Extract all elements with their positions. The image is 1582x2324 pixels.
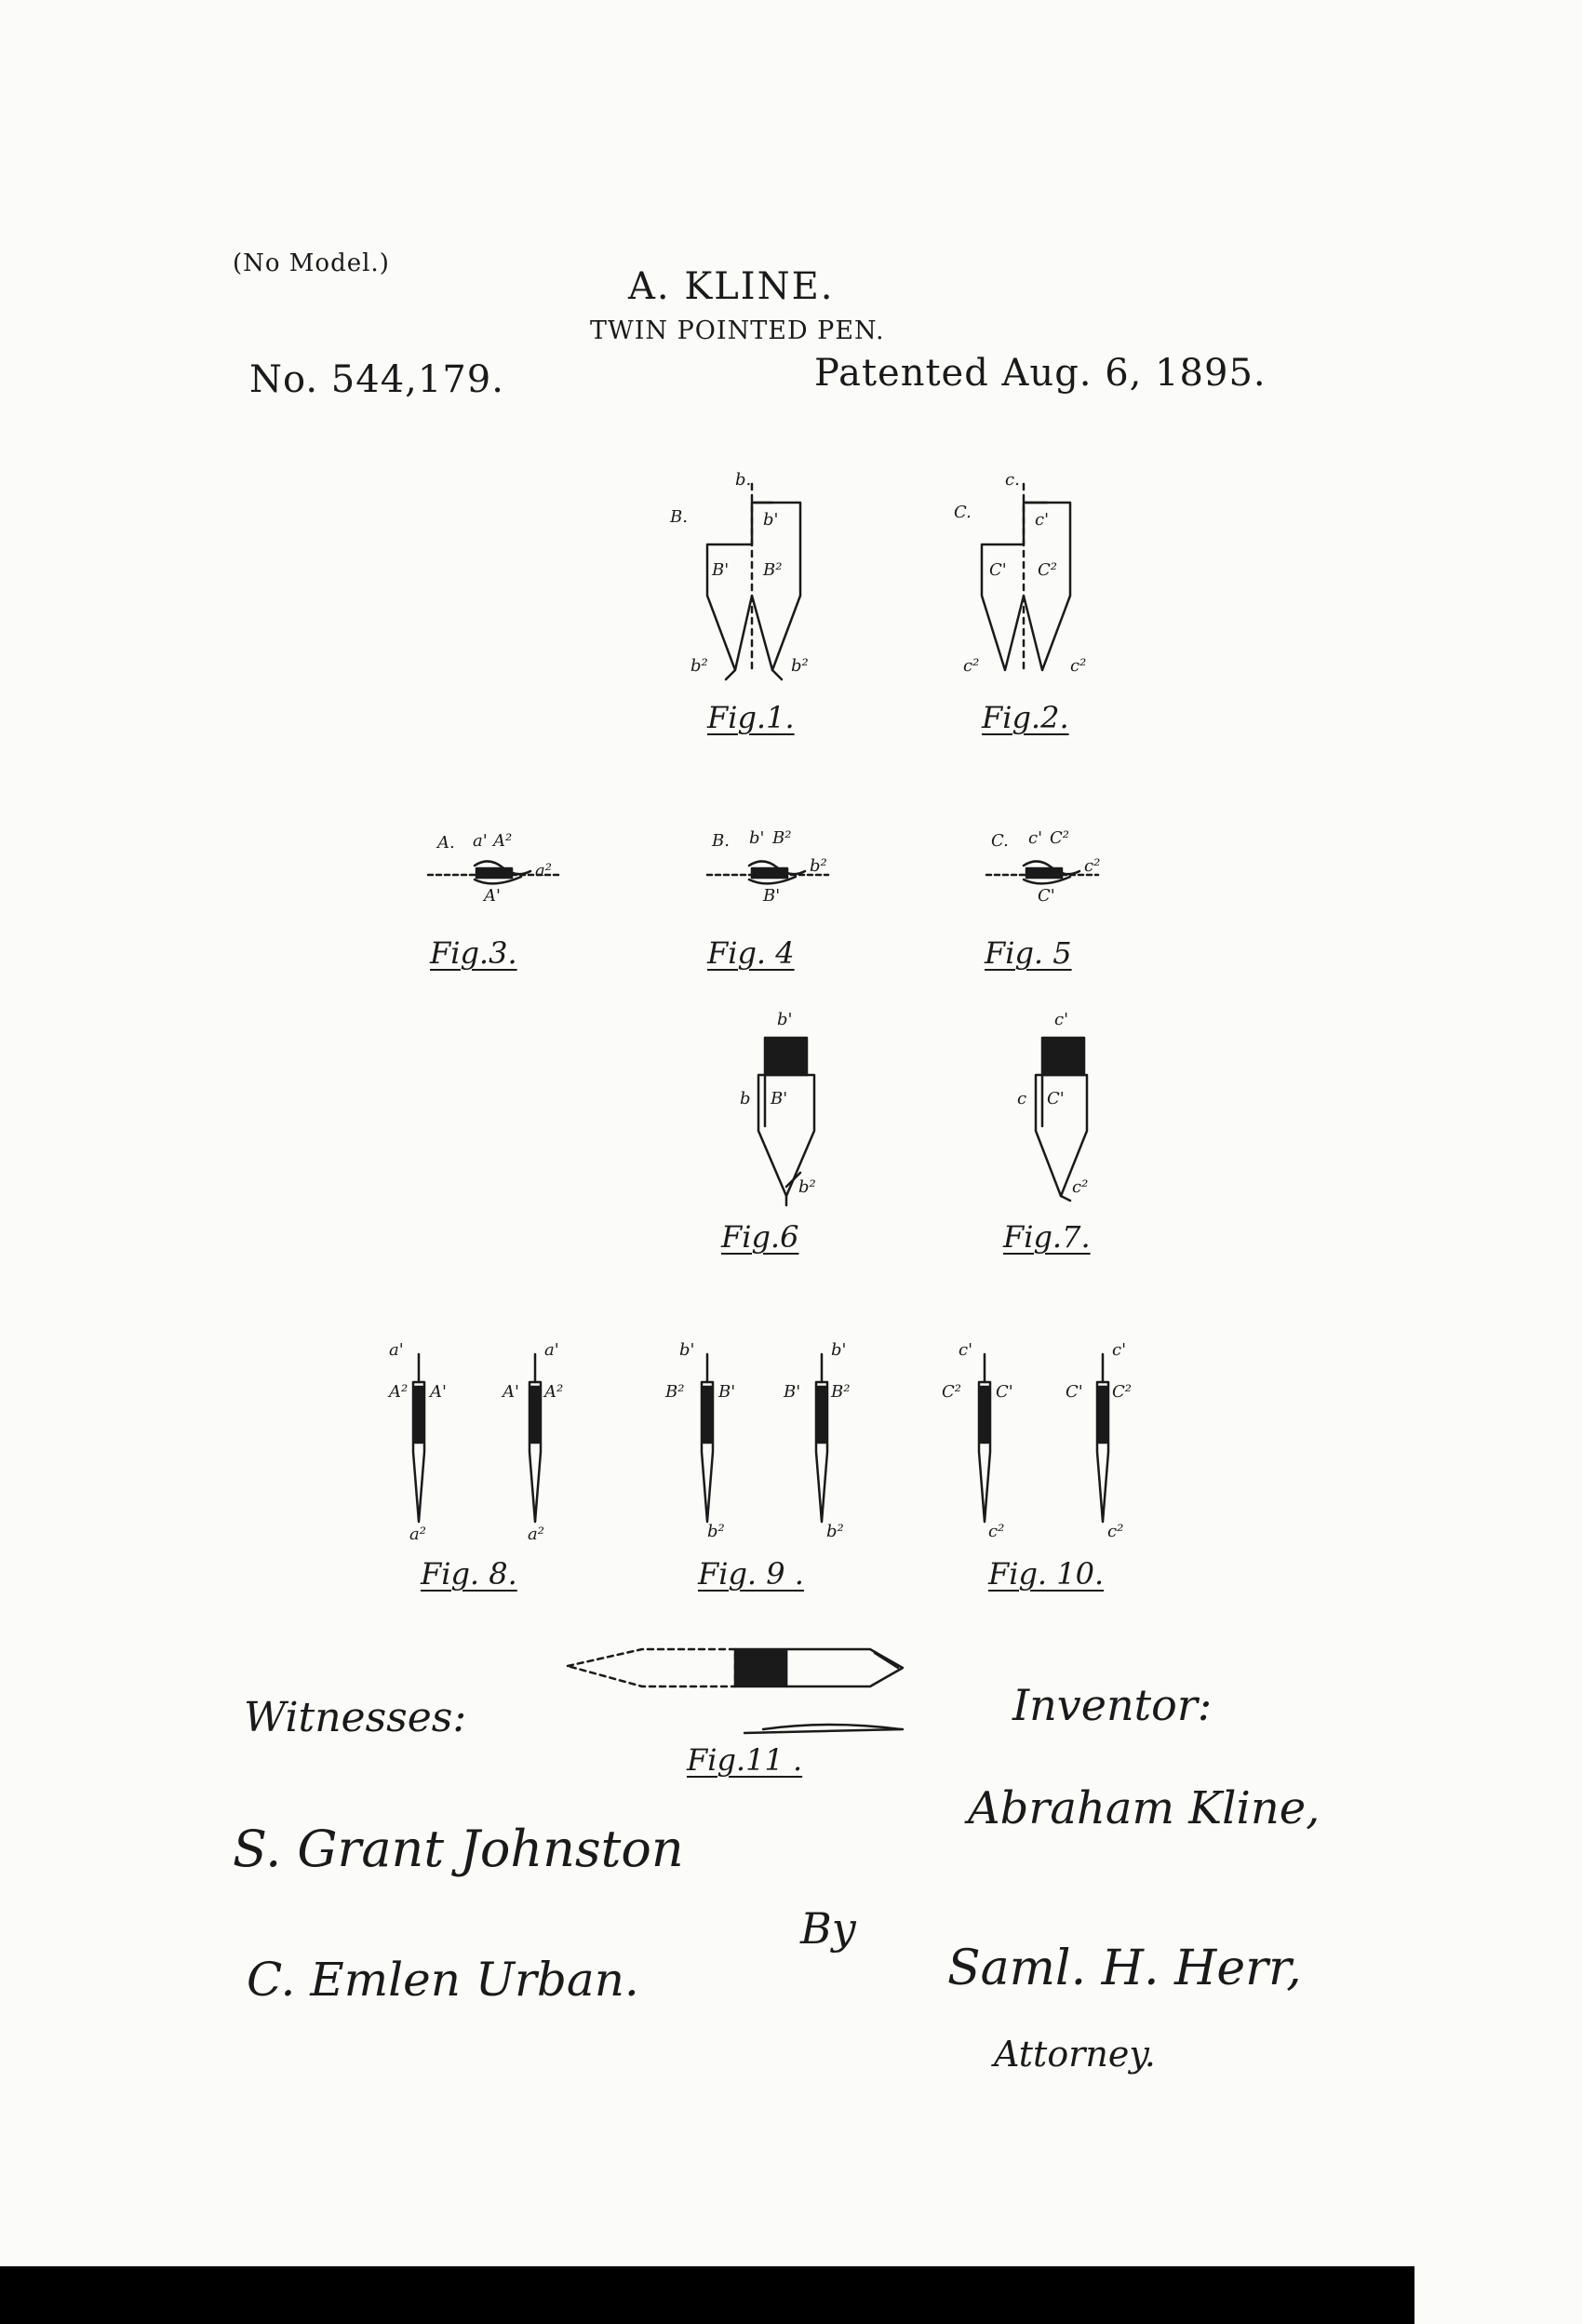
- ref-label: B': [763, 886, 781, 906]
- ref-label: c²: [1072, 1177, 1089, 1197]
- attorney-label: Attorney.: [994, 2034, 1156, 2075]
- ref-label: b: [740, 1089, 751, 1108]
- ref-label: b': [831, 1340, 847, 1360]
- figure-3-drawing: [426, 860, 560, 885]
- figure-8-drawing: [411, 1352, 543, 1524]
- ref-label: A²: [389, 1382, 409, 1402]
- ref-label: a²: [409, 1525, 426, 1544]
- ref-label: a': [473, 831, 488, 851]
- ref-label: A²: [493, 831, 513, 851]
- ref-label: b²: [798, 1177, 816, 1197]
- ref-label: b': [777, 1010, 793, 1029]
- ref-label: C': [1038, 886, 1055, 906]
- ref-label: B.: [712, 831, 730, 851]
- figure-1-label: Fig.1.: [707, 700, 795, 735]
- witness-signature: C. Emlen Urban.: [247, 1953, 639, 2007]
- ref-label: A': [430, 1382, 447, 1402]
- figure-11-drawing: [566, 1647, 905, 1735]
- figure-1-drawing: [705, 482, 802, 681]
- attorney-signature: Saml. H. Herr,: [947, 1941, 1302, 1996]
- ref-label: C²: [942, 1382, 961, 1402]
- ref-label: B.: [670, 507, 688, 527]
- ref-label: c²: [963, 656, 980, 676]
- ref-label: B²: [763, 560, 783, 580]
- ref-label: C²: [1050, 828, 1069, 848]
- witness-signature: S. Grant Johnston: [233, 1820, 684, 1878]
- figure-4-label: Fig. 4: [707, 935, 795, 971]
- ref-label: c.: [1005, 470, 1020, 490]
- ref-label: B': [712, 560, 730, 580]
- by-label: By: [800, 1903, 856, 1954]
- ref-label: A': [484, 886, 501, 906]
- figure-10-drawing: [977, 1352, 1110, 1524]
- model-note: (No Model.): [233, 249, 390, 277]
- figure-5-drawing: [985, 860, 1100, 885]
- ref-label: C²: [1112, 1382, 1132, 1402]
- ref-label: c²: [1084, 856, 1101, 876]
- ref-label: B': [771, 1089, 788, 1108]
- figure-5-label: Fig. 5: [985, 935, 1072, 971]
- figure-4-drawing: [705, 860, 830, 885]
- ref-label: A²: [544, 1382, 564, 1402]
- patent-date: Patented Aug. 6, 1895.: [814, 352, 1267, 395]
- ref-label: A': [503, 1382, 519, 1402]
- figure-2-label: Fig.2.: [982, 700, 1069, 735]
- figure-7-drawing: [1034, 1036, 1089, 1202]
- inventor-label: Inventor:: [1012, 1680, 1213, 1730]
- ref-label: b²: [791, 656, 809, 676]
- ref-label: c²: [1070, 656, 1087, 676]
- ref-label: c: [1017, 1089, 1027, 1108]
- inventor-signature: Abraham Kline,: [968, 1782, 1321, 1834]
- ref-label: b.: [735, 470, 752, 490]
- ref-label: C': [1047, 1089, 1065, 1108]
- ref-label: b²: [707, 1522, 725, 1541]
- figure-2-drawing: [980, 482, 1072, 672]
- ref-label: c²: [1107, 1522, 1124, 1541]
- ref-label: C.: [991, 831, 1009, 851]
- ref-label: C.: [954, 503, 972, 522]
- ref-label: B': [784, 1382, 801, 1402]
- ref-label: c': [1035, 510, 1050, 530]
- figure-3-label: Fig.3.: [430, 935, 517, 971]
- ref-label: B²: [772, 828, 792, 848]
- figure-7-label: Fig.7.: [1003, 1219, 1091, 1255]
- ref-label: c': [1028, 828, 1043, 848]
- figure-9-label: Fig. 9 .: [698, 1556, 804, 1592]
- ref-label: A.: [437, 833, 455, 853]
- ref-label: C': [1066, 1382, 1083, 1402]
- ref-label: C': [996, 1382, 1013, 1402]
- ref-label: B²: [665, 1382, 685, 1402]
- ref-label: a²: [535, 861, 552, 880]
- ref-label: B': [718, 1382, 736, 1402]
- figure-6-label: Fig.6: [721, 1219, 799, 1255]
- figure-10-label: Fig. 10.: [988, 1556, 1105, 1592]
- ref-label: b²: [690, 656, 708, 676]
- ref-label: c': [1054, 1010, 1069, 1029]
- ref-label: a': [389, 1340, 404, 1360]
- witnesses-label: Witnesses:: [244, 1694, 467, 1741]
- figure-9-drawing: [700, 1352, 829, 1524]
- ref-label: C': [989, 560, 1007, 580]
- ref-label: a²: [528, 1525, 544, 1544]
- ref-label: c': [1112, 1340, 1127, 1360]
- ref-label: b': [679, 1340, 695, 1360]
- ref-label: b²: [826, 1522, 844, 1541]
- figure-6-drawing: [757, 1036, 816, 1207]
- ref-label: C²: [1038, 560, 1057, 580]
- scan-border-bar: [0, 2266, 1414, 2324]
- ref-label: b': [749, 828, 765, 848]
- ref-label: b²: [810, 856, 827, 876]
- ref-label: a': [544, 1340, 559, 1360]
- inventor-name: A. KLINE.: [628, 265, 835, 308]
- patent-number: No. 544,179.: [249, 358, 504, 401]
- ref-label: c': [959, 1340, 973, 1360]
- ref-label: c²: [988, 1522, 1005, 1541]
- figure-11-label: Fig.11 .: [687, 1742, 803, 1778]
- ref-label: B²: [831, 1382, 851, 1402]
- invention-title: TWIN POINTED PEN.: [590, 316, 885, 345]
- ref-label: b': [763, 510, 779, 530]
- figure-8-label: Fig. 8.: [421, 1556, 517, 1592]
